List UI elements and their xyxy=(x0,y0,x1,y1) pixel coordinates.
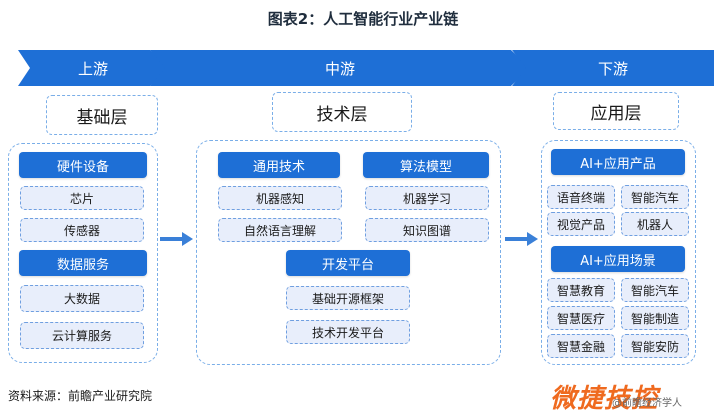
item-big-data: 大数据 xyxy=(20,285,144,312)
item-smart-medical: 智慧医疗 xyxy=(547,306,615,330)
item-smart-manufacturing: 智能制造 xyxy=(621,306,689,330)
flow-arrow-upstream-to-midstream xyxy=(160,232,194,246)
item-smart-car-scenario: 智能汽车 xyxy=(621,278,689,302)
item-smart-car: 智能汽车 xyxy=(621,185,689,209)
flow-arrow-midstream-to-downstream xyxy=(505,232,539,246)
item-cloud-computing: 云计算服务 xyxy=(20,322,144,349)
layer-header-app: 应用层 xyxy=(553,92,679,130)
item-smart-security: 智能安防 xyxy=(621,334,689,358)
chart-title: 图表2：人工智能行业产业链 xyxy=(267,10,459,28)
source-note: 资料来源：前瞻产业研究院 xyxy=(8,389,153,403)
item-machine-learning: 机器学习 xyxy=(365,186,489,210)
watermark-handle: @前瞻经济学人 xyxy=(612,398,682,409)
layer-header-base: 基础层 xyxy=(46,95,158,135)
item-sensor: 传感器 xyxy=(20,218,144,242)
item-nlu: 自然语言理解 xyxy=(218,218,342,242)
group-title-algorithm-model: 算法模型 xyxy=(363,152,489,178)
item-vision-product: 视觉产品 xyxy=(547,212,615,236)
item-smart-finance: 智慧金融 xyxy=(547,334,615,358)
stage-downstream: 下游 xyxy=(512,50,714,86)
item-knowledge-graph: 知识图谱 xyxy=(365,218,489,242)
item-robot: 机器人 xyxy=(621,212,689,236)
item-chip: 芯片 xyxy=(20,186,144,210)
item-tech-dev-platform: 技术开发平台 xyxy=(286,320,410,344)
group-title-ai-products: AI+应用产品 xyxy=(551,149,685,175)
group-title-hardware: 硬件设备 xyxy=(19,152,147,178)
stage-upstream: 上游 xyxy=(18,50,168,86)
item-machine-perception: 机器感知 xyxy=(218,186,342,210)
group-title-general-tech: 通用技术 xyxy=(218,152,340,178)
layer-header-tech: 技术层 xyxy=(272,92,412,132)
item-open-source-framework: 基础开源框架 xyxy=(286,286,410,310)
group-title-dev-platform: 开发平台 xyxy=(286,250,410,276)
watermark-logo: 微捷技控 xyxy=(550,384,659,414)
item-voice-terminal: 语音终端 xyxy=(547,185,615,209)
stage-midstream: 中游 xyxy=(150,50,530,86)
group-title-ai-scenarios: AI+应用场景 xyxy=(551,246,685,272)
item-smart-education: 智慧教育 xyxy=(547,278,615,302)
group-title-data-service: 数据服务 xyxy=(19,250,147,276)
